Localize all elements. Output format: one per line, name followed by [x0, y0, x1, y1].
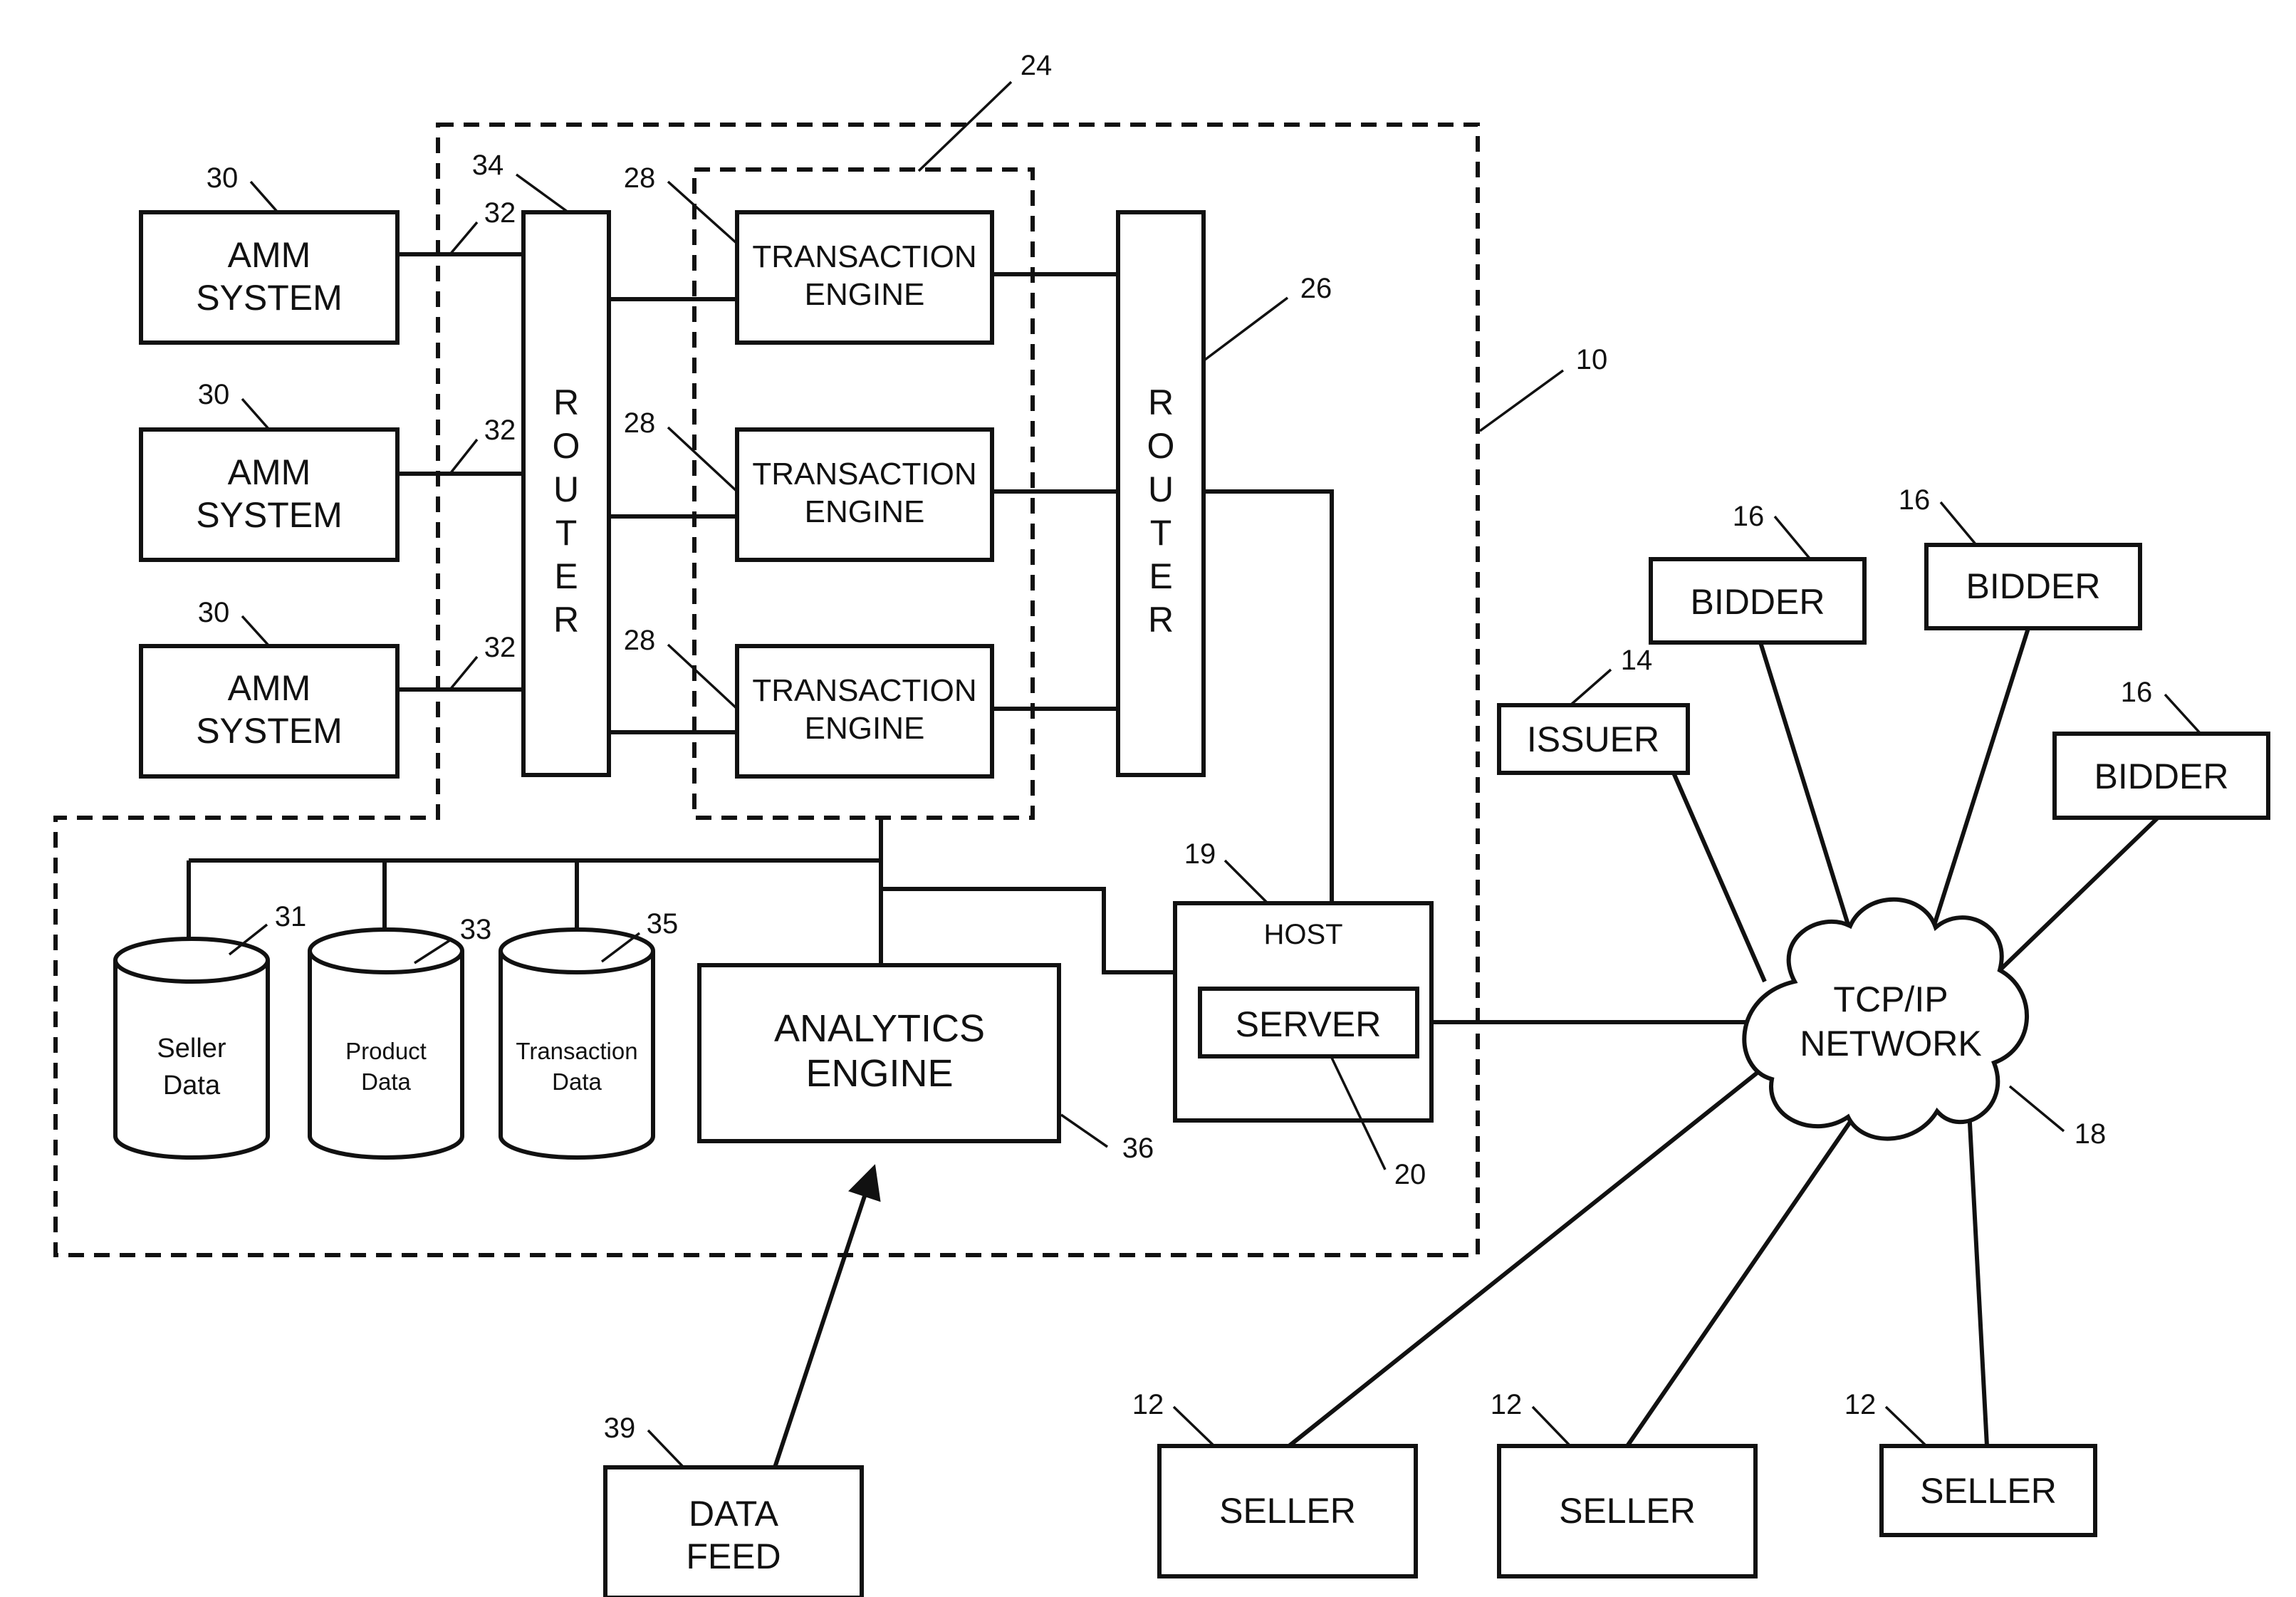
ref-amm-link: 32 [484, 197, 516, 229]
server: SERVER [1200, 989, 1417, 1056]
analytics-engine: ANALYTICS ENGINE [699, 965, 1059, 1141]
transaction-engine-label-line2: ENGINE [805, 711, 925, 746]
router-left-letter: O [553, 426, 580, 466]
seller-label: SELLER [1219, 1491, 1356, 1531]
ref-transaction-engine: 28 [624, 407, 656, 439]
ref-seller: 12 [1844, 1389, 1877, 1420]
ref-transaction-engine: 28 [624, 162, 656, 194]
database-label-line2: Data [163, 1071, 221, 1101]
database-transaction-data: Transaction Data [501, 930, 653, 1158]
amm-system-3: AMM SYSTEM [141, 646, 397, 776]
analytics-engine-label-line1: ANALYTICS [774, 1007, 985, 1050]
ref-analytics-engine: 36 [1122, 1133, 1154, 1164]
transaction-engine-2: TRANSACTION ENGINE [737, 430, 992, 560]
ref-system: 10 [1576, 344, 1608, 375]
tcpip-network-cloud: TCP/IP NETWORK [1744, 900, 2027, 1139]
ref-seller: 12 [1491, 1389, 1523, 1420]
amm-system-label-line2: SYSTEM [196, 278, 343, 318]
ref-server: 20 [1394, 1159, 1426, 1190]
router-right-letter: R [1148, 383, 1174, 422]
analytics-engine-label-line2: ENGINE [805, 1052, 953, 1095]
router-left: R O U T E R [523, 212, 609, 775]
database-label-line1: Seller [157, 1034, 226, 1063]
ref-amm-system: 30 [198, 379, 230, 410]
database-label-line2: Data [552, 1068, 602, 1095]
amm-system-label-line1: AMM [228, 235, 311, 275]
router-right-letter: U [1148, 469, 1174, 509]
database-label-line2: Data [361, 1068, 411, 1095]
seller-label: SELLER [1559, 1491, 1696, 1531]
router-right-letter: O [1147, 426, 1175, 466]
router-right-letter: E [1149, 556, 1172, 596]
ref-database: 31 [275, 901, 307, 932]
transaction-engine-label-line2: ENGINE [805, 277, 925, 312]
transaction-engine-label-line1: TRANSACTION [752, 673, 976, 708]
server-label: SERVER [1236, 1004, 1382, 1044]
ref-amm-link: 32 [484, 632, 516, 663]
amm-system-label-line1: AMM [228, 452, 311, 492]
database-seller-data: Seller Data [115, 939, 268, 1158]
transaction-engine-3: TRANSACTION ENGINE [737, 646, 992, 776]
ref-host: 19 [1184, 838, 1216, 870]
network-label-line1: TCP/IP [1833, 979, 1948, 1019]
bidder-1: BIDDER [1651, 559, 1864, 643]
router-right-letter: R [1148, 600, 1174, 640]
ref-bidder: 16 [1899, 484, 1931, 516]
transaction-engine-label-line2: ENGINE [805, 494, 925, 529]
ref-seller: 12 [1132, 1389, 1164, 1420]
bidder-3: BIDDER [2055, 734, 2268, 818]
ref-bidder: 16 [2121, 677, 2153, 708]
bidder-label: BIDDER [1966, 566, 2101, 606]
router-left-letter: R [553, 383, 579, 422]
ref-bidder: 16 [1733, 501, 1765, 532]
issuer-label: ISSUER [1527, 719, 1659, 759]
amm-system-label-line2: SYSTEM [196, 711, 343, 751]
bidder-label: BIDDER [2094, 756, 2229, 796]
data-feed-label-line2: FEED [686, 1536, 781, 1576]
router-left-letter: E [554, 556, 578, 596]
amm-system-2: AMM SYSTEM [141, 430, 397, 560]
data-feed-label-line1: DATA [689, 1494, 779, 1534]
router-right: R O U T E R [1118, 212, 1204, 775]
network-label-line2: NETWORK [1800, 1024, 1982, 1063]
ref-network: 18 [2075, 1118, 2107, 1150]
ref-amm-system: 30 [207, 162, 239, 194]
ref-transaction-engine: 28 [624, 625, 656, 656]
bidder-label: BIDDER [1691, 582, 1825, 622]
amm-system-label-line1: AMM [228, 668, 311, 708]
amm-system-label-line2: SYSTEM [196, 495, 343, 535]
data-feed: DATA FEED [605, 1467, 862, 1597]
router-left-letter: R [553, 600, 579, 640]
seller-1: SELLER [1159, 1446, 1416, 1576]
transaction-engine-1: TRANSACTION ENGINE [737, 212, 992, 343]
transaction-engine-label-line1: TRANSACTION [752, 239, 976, 274]
issuer: ISSUER [1499, 705, 1688, 773]
ref-data-feed: 39 [604, 1413, 636, 1444]
ref-router-left: 34 [472, 150, 504, 181]
router-right-letter: T [1150, 513, 1172, 553]
database-label-line1: Transaction [516, 1038, 637, 1064]
transaction-engine-label-line1: TRANSACTION [752, 457, 976, 491]
database-label-line1: Product [345, 1038, 427, 1064]
ref-database: 33 [460, 914, 492, 945]
seller-3: SELLER [1882, 1446, 2095, 1535]
database-product-data: Product Data [310, 930, 462, 1158]
seller-2: SELLER [1499, 1446, 1755, 1576]
host-label: HOST [1263, 919, 1342, 950]
ref-router-right: 26 [1300, 273, 1332, 304]
ref-issuer: 14 [1621, 645, 1653, 676]
amm-system-1: AMM SYSTEM [141, 212, 397, 343]
router-left-letter: U [553, 469, 579, 509]
ref-database: 35 [647, 908, 679, 940]
ref-engine-group: 24 [1021, 50, 1053, 81]
seller-label: SELLER [1920, 1471, 2057, 1511]
router-left-letter: T [555, 513, 578, 553]
bidder-2: BIDDER [1926, 545, 2140, 628]
ref-amm-link: 32 [484, 415, 516, 446]
ref-amm-system: 30 [198, 597, 230, 628]
